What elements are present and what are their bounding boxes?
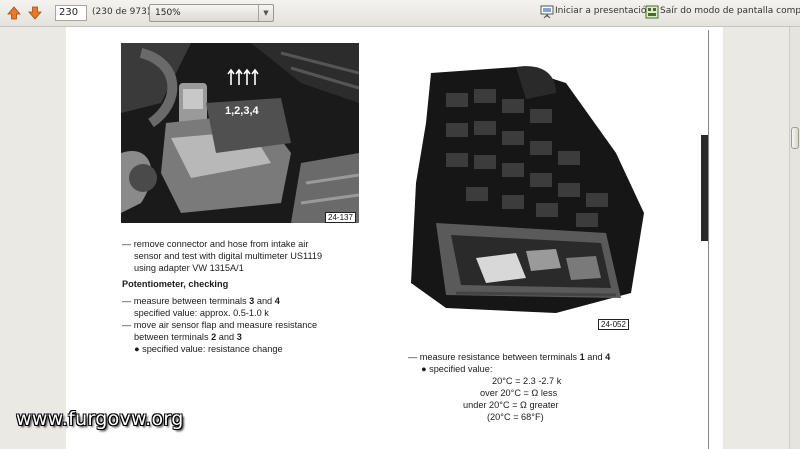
vertical-scrollbar[interactable] [789,27,800,449]
page-margin-rule [708,30,709,449]
page-margin-tab [701,135,708,241]
page-count-label: (230 de 973) [92,7,151,17]
temp-line-2: over 20°C = Ω less [480,388,558,398]
measure-terminals-line: — measure between terminals 3 and 4 [122,296,280,306]
page-up-icon[interactable] [6,5,22,21]
intake-instruction-line-3: using adapter VW 1315A/1 [134,263,244,273]
terminal-numbers-overlay: 1,2,3,4 [225,105,260,117]
move-flap-line-2: between terminals 2 and 3 [134,332,242,342]
document-page: 1,2,3,4 24-137 — remove connector and ho… [66,27,723,449]
intake-instruction-line-2: sensor and test with digital multimeter … [134,251,323,261]
fullscreen-exit-icon[interactable] [645,5,659,19]
watermark: www.furgovw.org [16,408,184,430]
right-measure-line: — measure resistance between terminals 1… [408,352,611,362]
exit-fullscreen-button[interactable]: Saír do modo de pantalla completa [660,6,800,16]
resistance-change-line: ● specified value: resistance change [134,344,283,354]
page-number-input[interactable]: 230 [55,5,87,21]
viewer-toolbar: 230 (230 de 973) 150% ▼ Iniciar a presen… [0,0,800,27]
air-flow-meter-photo [406,63,646,321]
right-figure-label: 24-052 [598,319,629,330]
temp-line-4: (20°C = 68°F) [487,412,544,422]
zoom-value: 150% [155,8,181,18]
specified-approx-line: specified value: approx. 0.5-1.0 k [134,308,269,318]
move-flap-line-1: — move air sensor flap and measure resis… [122,320,318,330]
intake-instruction-line-1: — remove connector and hose from intake … [122,239,309,249]
presentation-icon[interactable] [540,5,554,19]
page-down-icon[interactable] [27,5,43,21]
right-specified-line: ● specified value: [421,364,493,374]
intake-sensor-photo: 1,2,3,4 [121,43,359,223]
scrollbar-thumb[interactable] [791,127,799,149]
temp-line-1: 20°C = 2.3 -2.7 k [492,376,562,386]
temp-line-3: under 20°C = Ω greater [463,400,559,410]
chevron-down-icon[interactable]: ▼ [258,5,273,21]
start-presentation-button[interactable]: Iniciar a presentación [555,6,653,16]
zoom-select[interactable]: 150% ▼ [149,4,274,22]
left-figure-label: 24-137 [325,212,356,223]
potentiometer-heading: Potentiometer, checking [122,279,229,289]
